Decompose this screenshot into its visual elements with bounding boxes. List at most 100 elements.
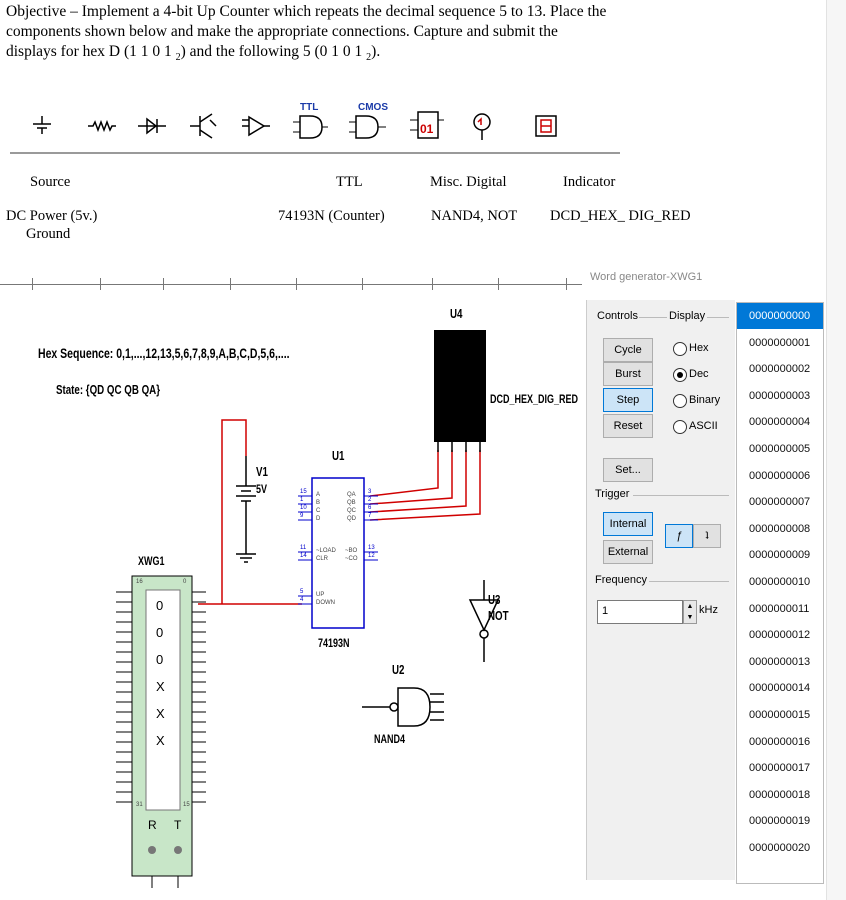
resistor-icon[interactable] <box>86 108 118 144</box>
misc-digital-icon[interactable]: 01 <box>408 106 446 144</box>
word-list-item[interactable]: 0000000013 <box>749 655 811 668</box>
ground-icon[interactable] <box>26 108 58 144</box>
u1-pin-down: DOWN <box>316 600 335 606</box>
counter-u1[interactable] <box>311 477 365 629</box>
xwg-mark-5: X <box>156 706 165 721</box>
u1-pin-up: UP <box>316 592 325 598</box>
u1-pin-qc: QC <box>347 508 356 514</box>
indicator-part: DCD_HEX_ DIG_RED <box>550 208 691 224</box>
word-list-item[interactable]: 0000000005 <box>749 443 811 455</box>
not-gate-u3[interactable] <box>468 580 500 662</box>
source-dc-power: DC Power (5v.) <box>6 208 98 224</box>
burst-button[interactable]: Burst <box>603 362 653 386</box>
word-list-item[interactable]: 0000000019 <box>749 815 811 828</box>
step-button[interactable]: Step <box>603 388 653 412</box>
word-list-item[interactable]: 0000000011 <box>749 602 810 615</box>
diode-icon[interactable] <box>136 108 168 144</box>
binary-radio[interactable] <box>673 394 687 408</box>
dec-radio[interactable] <box>673 368 687 382</box>
schematic-canvas <box>116 330 500 888</box>
word-list-item[interactable]: 0000000017 <box>749 762 811 775</box>
frequency-group-label: Frequency <box>595 574 647 586</box>
cmos-gate-icon[interactable]: CMOS <box>346 102 390 144</box>
word-list-item[interactable]: 0000000015 <box>749 709 811 721</box>
u1-pin-d: D <box>316 516 321 522</box>
u1-pinnum-12: 12 <box>368 553 375 559</box>
word-list-item[interactable]: 0000000010 <box>749 576 811 588</box>
word-list[interactable]: 0000000000 0000000001 0000000002 0000000003… <box>736 302 824 884</box>
set-button[interactable]: Set... <box>603 458 653 482</box>
u1-pinnum-11: 11 <box>300 545 307 551</box>
external-trigger-button[interactable]: External <box>603 540 653 564</box>
word-generator-panel: Controls Display Cycle Burst Step Reset … <box>586 300 735 880</box>
u1-pinnum-1: 1 <box>300 497 304 503</box>
reset-button[interactable]: Reset <box>603 414 653 438</box>
hex-sequence-label: Hex Sequence: 0,1,...,12,13,5,6,7,8,9,A,… <box>38 345 290 361</box>
indicator-probe-icon[interactable] <box>466 108 498 144</box>
falling-edge-button[interactable]: ʇ <box>693 524 721 548</box>
xwg-t-label: T <box>174 818 182 832</box>
word-list-item[interactable]: 0000000020 <box>749 842 811 854</box>
wires <box>198 419 481 605</box>
xwg-bottom-right-num: 15 <box>183 802 190 808</box>
v1-label: V1 <box>256 464 268 479</box>
nand-gate-u2[interactable] <box>362 687 444 727</box>
buffer-icon[interactable] <box>240 108 272 144</box>
word-list-item[interactable]: 0000000007 <box>749 496 811 509</box>
frequency-input[interactable]: 1 <box>597 600 683 624</box>
ttl-gate-icon[interactable]: TTL <box>290 102 330 144</box>
u1-pinnum-9: 9 <box>300 513 304 519</box>
frequency-spinner[interactable]: ▲▼ <box>683 600 697 624</box>
u1-pinnum-7: 7 <box>368 513 372 519</box>
u1-pin-co: ~CO <box>345 556 358 562</box>
word-list-item[interactable]: 0000000014 <box>749 682 811 695</box>
objective-line-1: Objective – Implement a 4-bit Up Counter… <box>6 3 607 20</box>
xwg-mark-2: 0 <box>156 625 164 640</box>
battery-v1 <box>236 456 256 563</box>
word-list-item[interactable]: 0000000008 <box>749 522 811 535</box>
internal-trigger-button[interactable]: Internal <box>603 512 653 536</box>
state-label: State: {QD QC QB QA} <box>56 382 161 397</box>
objective-line-2: components shown below and make the appr… <box>6 23 558 40</box>
u1-pinnum-14: 14 <box>300 553 307 559</box>
controls-group-label: Controls <box>597 310 638 322</box>
u1-pin-clr: CLR <box>316 556 329 562</box>
word-list-item[interactable]: 0000000006 <box>749 469 811 482</box>
display-group-label: Display <box>669 310 706 322</box>
word-list-item[interactable]: 0000000003 <box>749 389 811 402</box>
xwg-top-right-num: 0 <box>183 579 187 585</box>
u1-pin-qa: QA <box>347 492 356 498</box>
source-ground: Ground <box>26 226 71 242</box>
hex-display-icon[interactable] <box>530 108 562 144</box>
word-list-item[interactable]: 0000000018 <box>749 788 811 801</box>
u1-pinnum-13: 13 <box>368 545 375 551</box>
header-source: Source <box>30 174 71 190</box>
hex-radio-label: Hex <box>689 342 709 354</box>
u2-part-label: NAND4 <box>374 732 406 746</box>
word-list-item[interactable]: 0000000002 <box>749 363 811 376</box>
u1-pinnum-15: 15 <box>300 489 307 495</box>
page-scrollbar[interactable] <box>826 0 846 900</box>
rising-edge-button[interactable]: ƒ <box>665 524 693 548</box>
word-list-item[interactable]: 0000000004 <box>749 416 811 429</box>
ascii-radio[interactable] <box>673 420 687 434</box>
u1-pinnum-6: 6 <box>368 505 372 511</box>
u3-label: U3 <box>488 592 501 607</box>
objective-line-3: displays for hex D (1 1 0 1 2) and the f… <box>6 43 381 64</box>
xwg-mark-4: X <box>156 679 165 694</box>
hex-display-u4[interactable] <box>434 330 486 442</box>
xwg-top-left-num: 16 <box>136 579 143 585</box>
u1-pin-load: ~LOAD <box>316 548 336 554</box>
word-list-item[interactable]: 0000000001 <box>749 336 811 349</box>
xwg-mark-6: X <box>156 733 165 748</box>
word-list-item[interactable]: 0000000012 <box>749 629 811 642</box>
hex-radio[interactable] <box>673 342 687 356</box>
word-list-item[interactable]: 0000000016 <box>749 735 811 748</box>
transistor-icon[interactable] <box>188 108 220 144</box>
word-list-item[interactable]: 0000000000 <box>737 303 823 329</box>
cycle-button[interactable]: Cycle <box>603 338 653 362</box>
u4-label: U4 <box>450 306 463 321</box>
display-label: DCD_HEX_DIG_RED <box>490 392 579 406</box>
word-list-item[interactable]: 0000000009 <box>749 549 811 562</box>
xwg-label: XWG1 <box>138 554 165 568</box>
